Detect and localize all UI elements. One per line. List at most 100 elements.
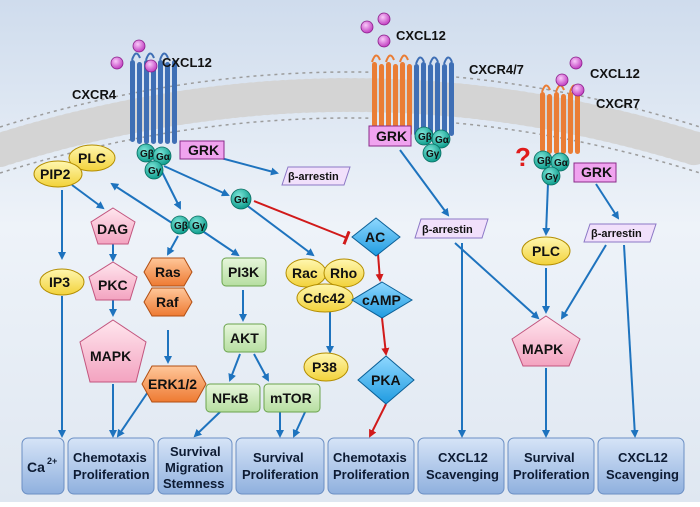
output-box-4 xyxy=(327,437,415,495)
pka-node xyxy=(357,355,415,405)
cxcr4-receptor xyxy=(130,52,177,144)
rac-label: Rac xyxy=(292,265,318,281)
gp2-gamma: Gγ xyxy=(426,149,440,160)
pi3k-label: PI3K xyxy=(228,264,259,280)
ac-label: AC xyxy=(365,229,385,245)
ligand-label-2: CXCL12 xyxy=(396,28,446,43)
gp3-gamma: Gγ xyxy=(545,172,559,183)
gp3-alpha: Gα xyxy=(554,158,569,169)
output-2-line-2: Stemness xyxy=(163,476,224,491)
rho-node xyxy=(323,258,365,288)
output-box-5 xyxy=(417,437,505,495)
ligand-dots xyxy=(110,12,585,97)
mtor-node xyxy=(263,383,321,413)
mapk-node-left xyxy=(79,319,147,383)
cxcr4-receptor-dimer xyxy=(414,56,454,136)
p38-node xyxy=(303,352,349,382)
output-1-line-1: Proliferation xyxy=(73,467,150,482)
barrestin-label-2: β-arrestin xyxy=(422,224,473,236)
akt-label: AKT xyxy=(230,330,259,346)
grk-box-1 xyxy=(179,140,225,160)
gp1-beta: Gβ xyxy=(140,149,154,160)
gp2-alpha: Gα xyxy=(435,135,450,146)
output-6-line-1: Proliferation xyxy=(513,467,590,482)
output-2-line-1: Migration xyxy=(165,460,224,475)
receptor-label-cxcr47: CXCR4/7 xyxy=(469,62,524,77)
p38-label: P38 xyxy=(312,359,337,375)
erk-node xyxy=(141,365,207,403)
output-5-line-0: CXCL12 xyxy=(438,450,488,465)
erk-label: ERK1/2 xyxy=(148,376,197,392)
grk-label-3: GRK xyxy=(581,164,612,180)
output-4-line-1: Proliferation xyxy=(333,467,410,482)
ras-label: Ras xyxy=(155,264,181,280)
ip3-label: IP3 xyxy=(49,274,70,290)
gprotein-complex-3 xyxy=(533,150,570,186)
output-2-line-0: Survival xyxy=(170,444,221,459)
pip2-label: PIP2 xyxy=(40,166,71,182)
inhibition-arrows xyxy=(253,200,390,438)
output-3-line-0: Survival xyxy=(253,450,304,465)
camp-label: cAMP xyxy=(362,292,401,308)
barrestin-label-1: β-arrestin xyxy=(288,171,339,183)
gprotein-complex-2 xyxy=(414,126,451,163)
gbeta-label: Gβ xyxy=(174,221,188,232)
cell-membrane xyxy=(0,71,700,174)
grk-label-2: GRK xyxy=(376,128,407,144)
ras-node xyxy=(143,257,193,287)
barrestin-box-1 xyxy=(281,166,351,186)
output-7-line-1: Scavenging xyxy=(606,467,679,482)
camp-node xyxy=(351,281,413,319)
gprotein-complex-1 xyxy=(136,143,172,180)
plc-node-right xyxy=(521,236,571,266)
pkc-label: PKC xyxy=(98,277,128,293)
gp1-alpha: Gα xyxy=(156,152,171,163)
raf-node xyxy=(143,287,193,317)
pip2-node xyxy=(33,160,83,188)
output-4-line-0: Chemotaxis xyxy=(333,450,407,465)
output-3-line-1: Proliferation xyxy=(242,467,319,482)
output-0-line-1: 2+ xyxy=(47,456,57,466)
output-box-6 xyxy=(507,437,595,495)
nfkb-label: NFκB xyxy=(212,390,249,406)
output-1-line-0: Chemotaxis xyxy=(73,450,147,465)
mapk-label-right: MAPK xyxy=(522,341,563,357)
pka-label: PKA xyxy=(371,372,401,388)
ggamma-label: Gγ xyxy=(192,221,206,232)
output-box-7 xyxy=(597,437,685,495)
receptor-label-cxcr4: CXCR4 xyxy=(72,87,117,102)
output-6-line-0: Survival xyxy=(524,450,575,465)
ggamma-node xyxy=(188,215,208,235)
output-0-line-0: Ca xyxy=(27,459,45,475)
ip3-node xyxy=(39,268,85,296)
output-box-3 xyxy=(235,437,325,495)
barrestin-label-3: β-arrestin xyxy=(591,228,642,240)
cxcr7-receptor-left xyxy=(371,54,412,136)
gp2-beta: Gβ xyxy=(418,132,432,143)
barrestin-box-2 xyxy=(414,218,489,239)
galpha-label: Gα xyxy=(234,195,249,206)
nfkb-node xyxy=(205,383,261,413)
question-mark: ? xyxy=(515,142,531,172)
dag-node xyxy=(90,207,136,245)
plc-label: PLC xyxy=(78,150,106,166)
ac-node xyxy=(351,217,401,257)
receptor-label-cxcr7: CXCR7 xyxy=(596,96,640,111)
mapk-node-right xyxy=(511,315,581,367)
mapk-label-left: MAPK xyxy=(90,348,131,364)
output-box-2 xyxy=(157,437,233,495)
gp1-gamma: Gγ xyxy=(148,166,162,177)
grk-box-2 xyxy=(368,125,412,147)
barrestin-box-3 xyxy=(583,223,657,243)
plc-label-right: PLC xyxy=(532,243,560,259)
output-7-line-0: CXCL12 xyxy=(618,450,668,465)
output-row: Ca 2+ Chemotaxis Proliferation Survival … xyxy=(21,437,685,495)
pkc-node xyxy=(88,261,138,301)
raf-label: Raf xyxy=(156,294,179,310)
output-box-1 xyxy=(67,437,155,495)
ligand-label-3: CXCL12 xyxy=(590,66,640,81)
output-5-line-1: Scavenging xyxy=(426,467,499,482)
plc-node xyxy=(68,144,116,172)
